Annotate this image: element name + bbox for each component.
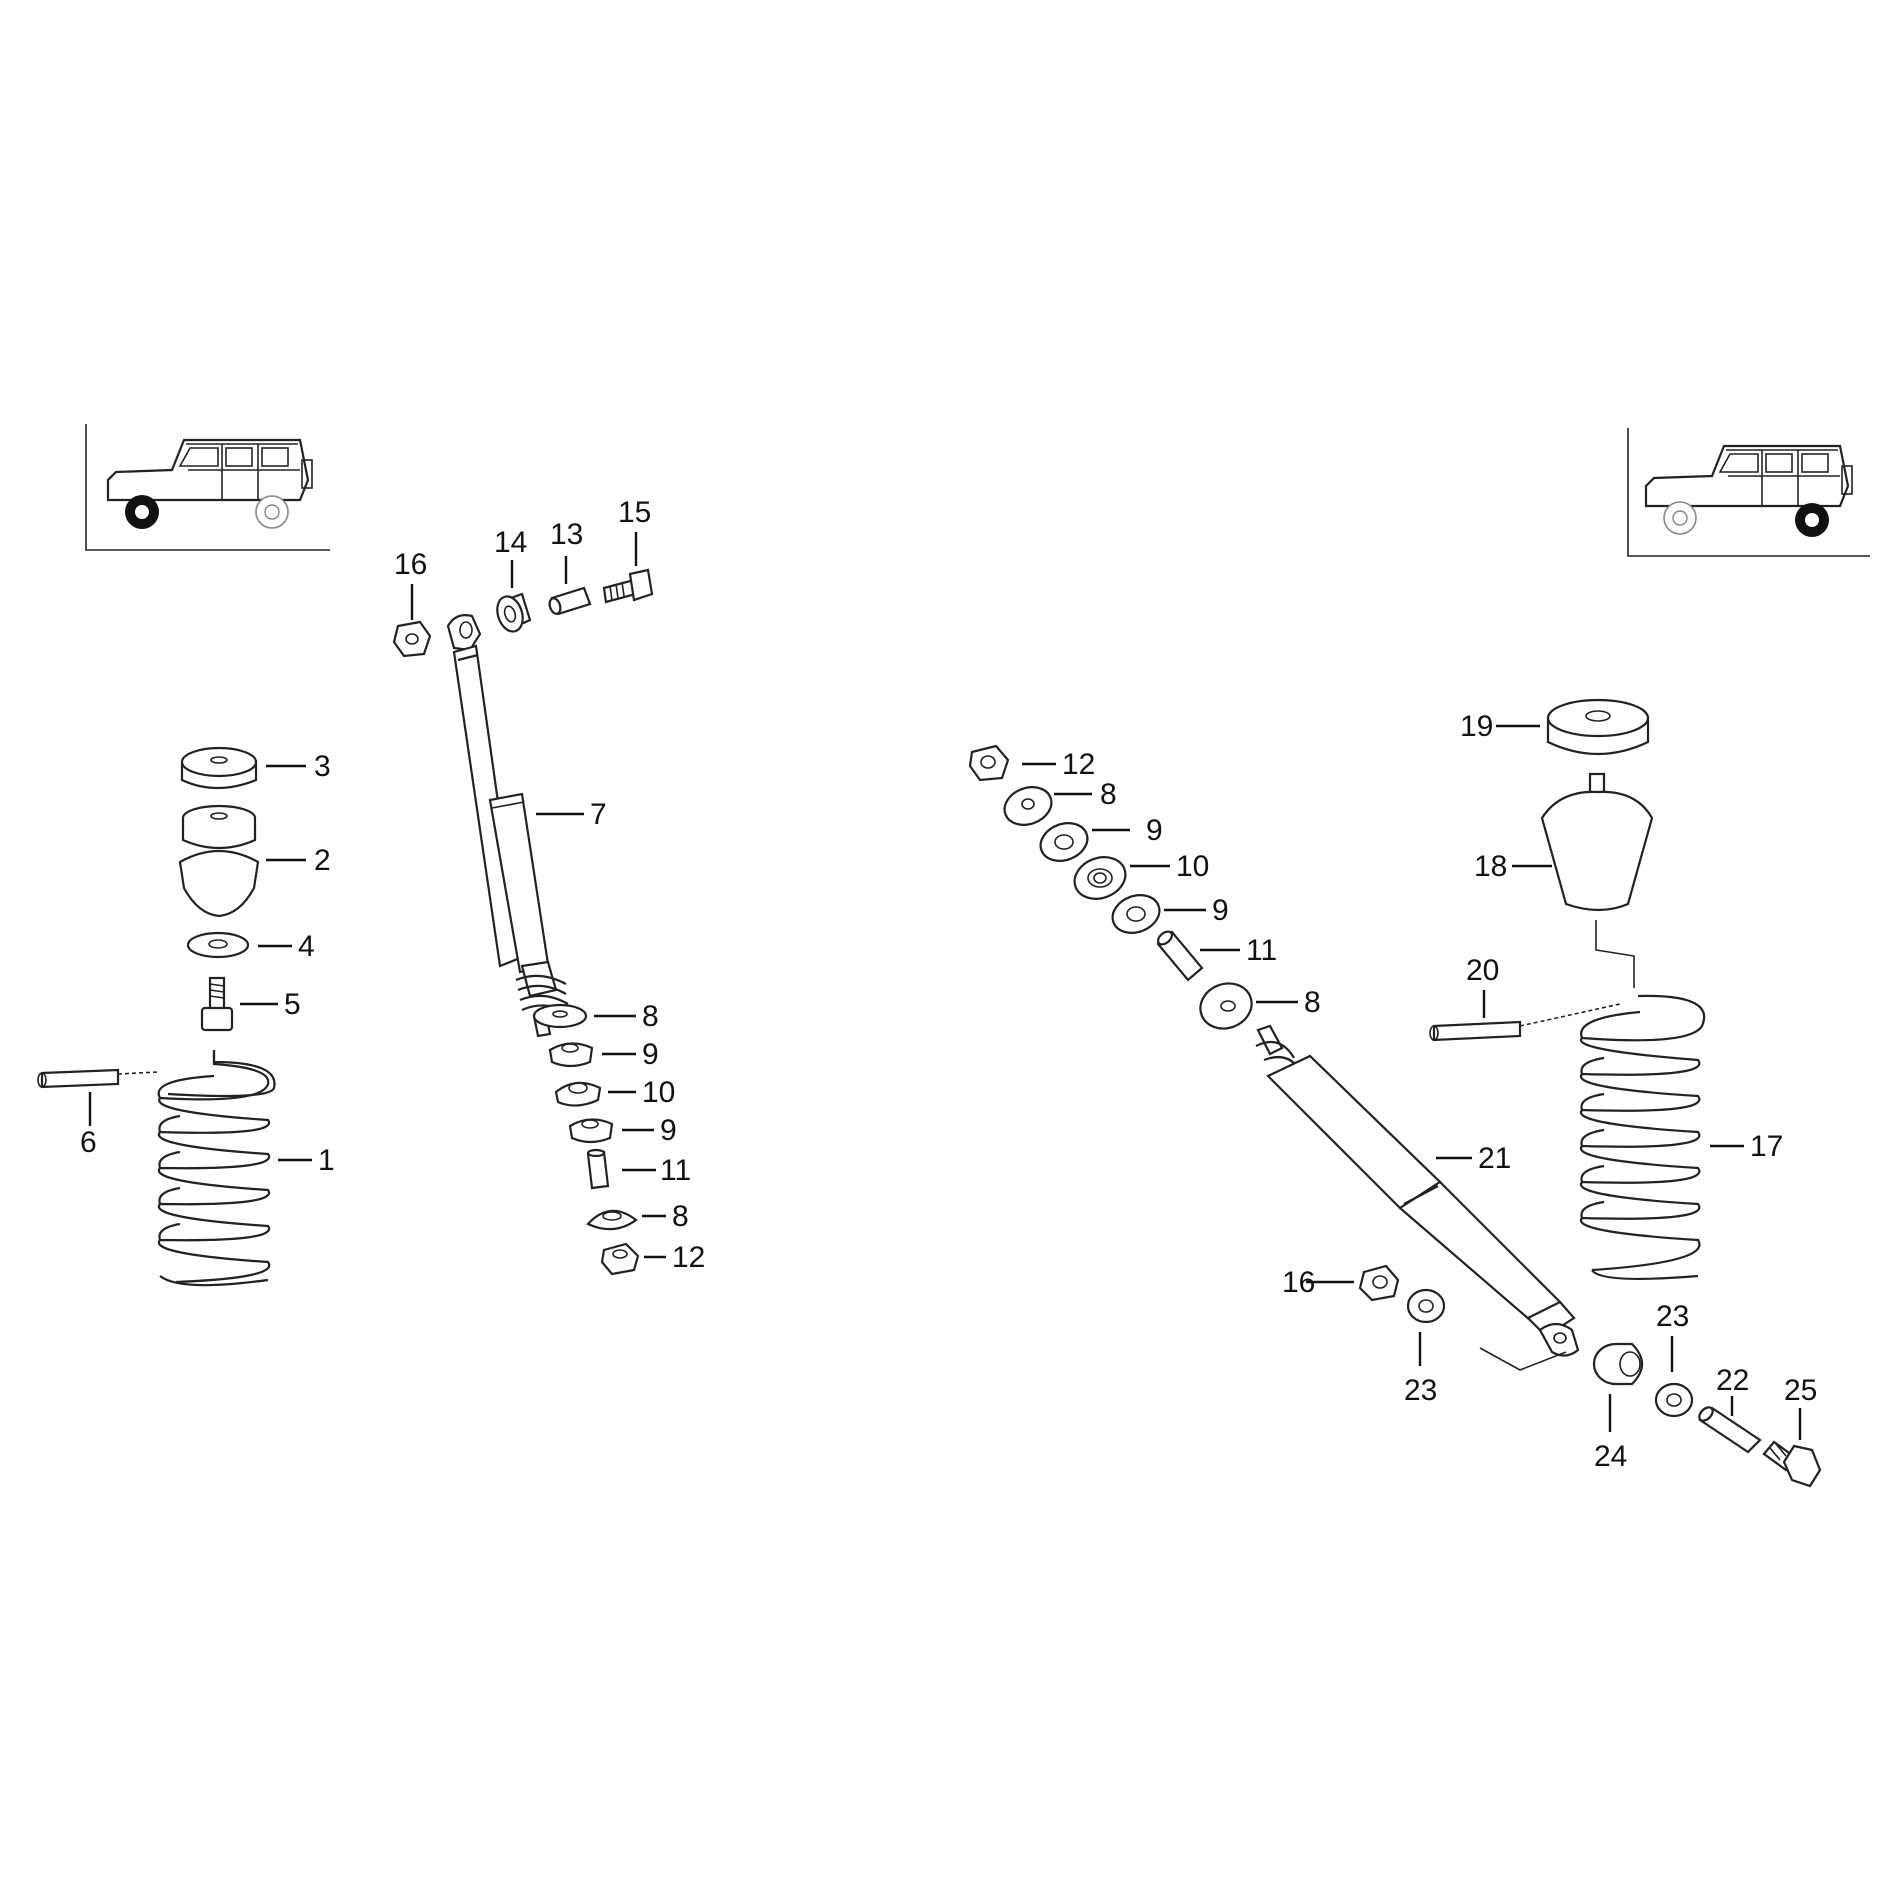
front-washer bbox=[186, 931, 250, 959]
callout-22: 22 bbox=[1716, 1364, 1749, 1397]
callout-2: 2 bbox=[314, 844, 331, 877]
front-eye-bolt bbox=[602, 568, 654, 604]
rear-eye-bolt bbox=[1762, 1440, 1822, 1488]
rear-spring-pad bbox=[1546, 698, 1650, 756]
rear-dish-washer-lower bbox=[1199, 982, 1253, 1030]
callout-4: 4 bbox=[298, 930, 315, 963]
callout-11: 11 bbox=[660, 1154, 691, 1187]
callout-11: 11 bbox=[1246, 934, 1277, 967]
callout-19: 19 bbox=[1460, 710, 1493, 743]
callout-1: 1 bbox=[318, 1144, 335, 1177]
callout-23-right: 23 bbox=[1656, 1300, 1689, 1333]
rear-eye-bush bbox=[1592, 1342, 1644, 1386]
callout-3: 3 bbox=[314, 750, 331, 783]
front-rubber-washer-upper bbox=[548, 1042, 594, 1068]
callout-15: 15 bbox=[618, 496, 651, 529]
rear-top-nut bbox=[968, 744, 1010, 782]
rear-vehicle-locator-icon bbox=[1627, 428, 1870, 557]
callout-14: 14 bbox=[494, 526, 527, 559]
callout-9-upper: 9 bbox=[1146, 814, 1163, 847]
callout-8-lower: 8 bbox=[672, 1200, 689, 1233]
callout-23-left: 23 bbox=[1404, 1374, 1437, 1407]
rear-dish-washer-upper bbox=[1003, 786, 1053, 826]
rear-coil-spring bbox=[1579, 994, 1706, 1281]
rear-bump-stop bbox=[1540, 772, 1654, 912]
callout-9-lower: 9 bbox=[1212, 894, 1229, 927]
front-spacer-washer bbox=[554, 1081, 602, 1107]
rear-spacer-sleeve bbox=[1156, 930, 1204, 982]
rear-assembly-guide-line bbox=[1595, 920, 1635, 988]
rear-sleeve bbox=[1698, 1406, 1762, 1454]
front-sleeve bbox=[548, 586, 592, 616]
callout-5: 5 bbox=[284, 988, 301, 1021]
callout-16: 16 bbox=[394, 548, 427, 581]
callout-6: 6 bbox=[80, 1126, 97, 1159]
callout-8-lower: 8 bbox=[1304, 986, 1321, 1019]
front-bolt bbox=[200, 976, 234, 1032]
rear-callouts: 12 8 9 10 9 11 8 21 16 19 18 20 17 23 23… bbox=[1062, 710, 1817, 1473]
front-rubber-washer-lower bbox=[568, 1118, 614, 1144]
rear-pin bbox=[1429, 1003, 1621, 1042]
front-spring-cap bbox=[180, 746, 258, 790]
callout-12: 12 bbox=[1062, 748, 1095, 781]
front-dish-washer-upper bbox=[532, 1003, 588, 1029]
callout-18: 18 bbox=[1474, 850, 1507, 883]
front-dish-washer-lower bbox=[586, 1209, 638, 1231]
front-vehicle-locator-icon bbox=[85, 424, 330, 551]
leader-lines bbox=[88, 532, 1802, 1440]
callout-25: 25 bbox=[1784, 1374, 1817, 1407]
callout-24: 24 bbox=[1594, 1440, 1627, 1473]
callout-8-upper: 8 bbox=[642, 1000, 659, 1033]
front-lock-nut bbox=[600, 1242, 640, 1276]
callout-7: 7 bbox=[590, 798, 607, 831]
rear-bushing-right bbox=[1654, 1382, 1694, 1418]
front-top-nut bbox=[392, 620, 432, 658]
front-callouts: 3 2 4 5 6 1 7 16 14 13 15 8 9 10 9 11 8 … bbox=[80, 496, 705, 1274]
rear-rubber-washer-lower bbox=[1111, 894, 1161, 934]
callout-13: 13 bbox=[550, 518, 583, 551]
front-bushing bbox=[496, 592, 532, 633]
callout-8-upper: 8 bbox=[1100, 778, 1117, 811]
callout-17: 17 bbox=[1750, 1130, 1783, 1163]
callout-20: 20 bbox=[1466, 954, 1499, 987]
callout-21: 21 bbox=[1478, 1142, 1511, 1175]
callout-12: 12 bbox=[672, 1241, 705, 1274]
callout-10: 10 bbox=[1176, 850, 1209, 883]
rear-rubber-washer-upper bbox=[1039, 822, 1089, 862]
rear-spacer-washer bbox=[1073, 856, 1127, 900]
rear-bushing-guide-line bbox=[1479, 1347, 1567, 1371]
front-spacer-sleeve bbox=[586, 1148, 610, 1190]
front-pin bbox=[37, 1068, 159, 1089]
front-shock-absorber bbox=[446, 614, 569, 1038]
callout-9-lower: 9 bbox=[660, 1114, 677, 1147]
front-rubber-buffer bbox=[178, 804, 260, 918]
callout-9-upper: 9 bbox=[642, 1038, 659, 1071]
callout-10: 10 bbox=[642, 1076, 675, 1109]
rear-bushing-left bbox=[1406, 1288, 1446, 1324]
callout-16: 16 bbox=[1282, 1266, 1315, 1299]
rear-shock-absorber bbox=[1255, 1024, 1580, 1357]
rear-lower-nut bbox=[1358, 1264, 1400, 1302]
front-coil-spring bbox=[157, 1050, 276, 1287]
